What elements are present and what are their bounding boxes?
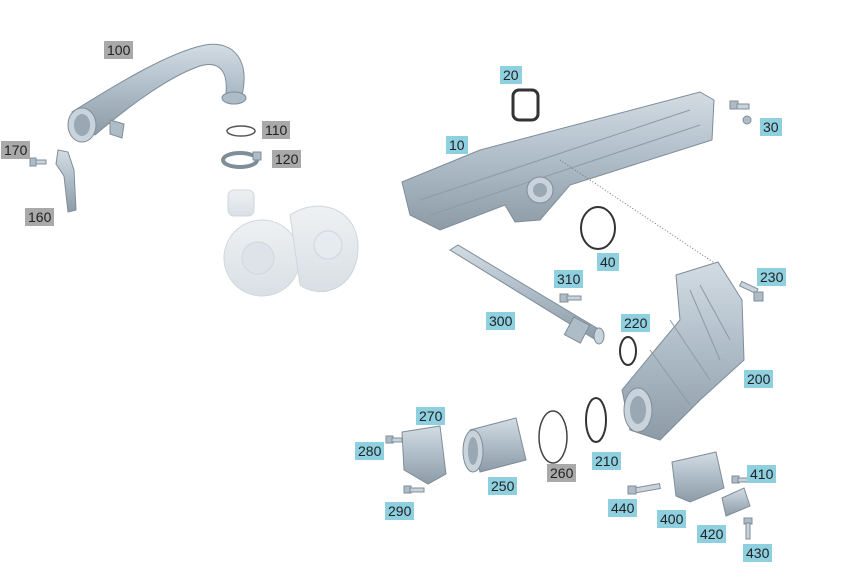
- bolt-310: [559, 293, 582, 303]
- callout-20: 20: [500, 66, 522, 84]
- o-ring-40: [580, 206, 616, 250]
- bracket-420: [721, 487, 751, 517]
- charge-air-pipe-100: [67, 43, 247, 143]
- turbocharger-ghost: [223, 189, 359, 297]
- bolt-230: [738, 280, 764, 302]
- callout-200: 200: [744, 370, 774, 388]
- callout-410: 410: [747, 465, 777, 483]
- callout-290: 290: [385, 502, 415, 520]
- bracket-160: [55, 149, 77, 213]
- bracket-270: [401, 425, 447, 485]
- callout-220: 220: [621, 314, 651, 332]
- o-ring-210: [585, 397, 607, 443]
- callout-120: 120: [272, 150, 302, 168]
- bracket-400: [671, 451, 725, 503]
- bolt-280: [385, 435, 403, 444]
- callout-420: 420: [697, 525, 727, 543]
- callout-40: 40: [597, 253, 619, 271]
- intake-elbow-200: [621, 261, 745, 441]
- bolt-440: [627, 483, 661, 495]
- callout-30: 30: [760, 118, 782, 136]
- bolt-410: [731, 475, 749, 484]
- gasket-260: [538, 410, 568, 464]
- callout-100: 100: [104, 41, 134, 59]
- callout-210: 210: [592, 452, 622, 470]
- bolt-290: [403, 485, 425, 494]
- o-ring-110: [226, 125, 256, 137]
- pipe-300: [449, 244, 605, 345]
- callout-440: 440: [608, 499, 638, 517]
- adapter-250: [462, 417, 527, 473]
- callout-230: 230: [757, 268, 787, 286]
- o-ring-220: [619, 336, 637, 366]
- callout-280: 280: [355, 442, 385, 460]
- bolt-430: [743, 517, 753, 540]
- callout-160: 160: [25, 208, 55, 226]
- callout-270: 270: [416, 407, 446, 425]
- callout-260: 260: [547, 464, 577, 482]
- gasket-20: [511, 88, 540, 122]
- callout-250: 250: [488, 477, 518, 495]
- bolt-170: [29, 157, 47, 167]
- clamp-120: [221, 151, 262, 169]
- bolt-30: [729, 100, 752, 125]
- callout-300: 300: [486, 312, 516, 330]
- callout-400: 400: [657, 510, 687, 528]
- callout-170: 170: [1, 141, 31, 159]
- callout-110: 110: [262, 121, 291, 139]
- callout-430: 430: [743, 544, 773, 562]
- intake-manifold-10: [401, 91, 715, 231]
- callout-310: 310: [554, 270, 584, 288]
- callout-10: 10: [446, 136, 468, 154]
- assembly-guide-line: [559, 159, 717, 265]
